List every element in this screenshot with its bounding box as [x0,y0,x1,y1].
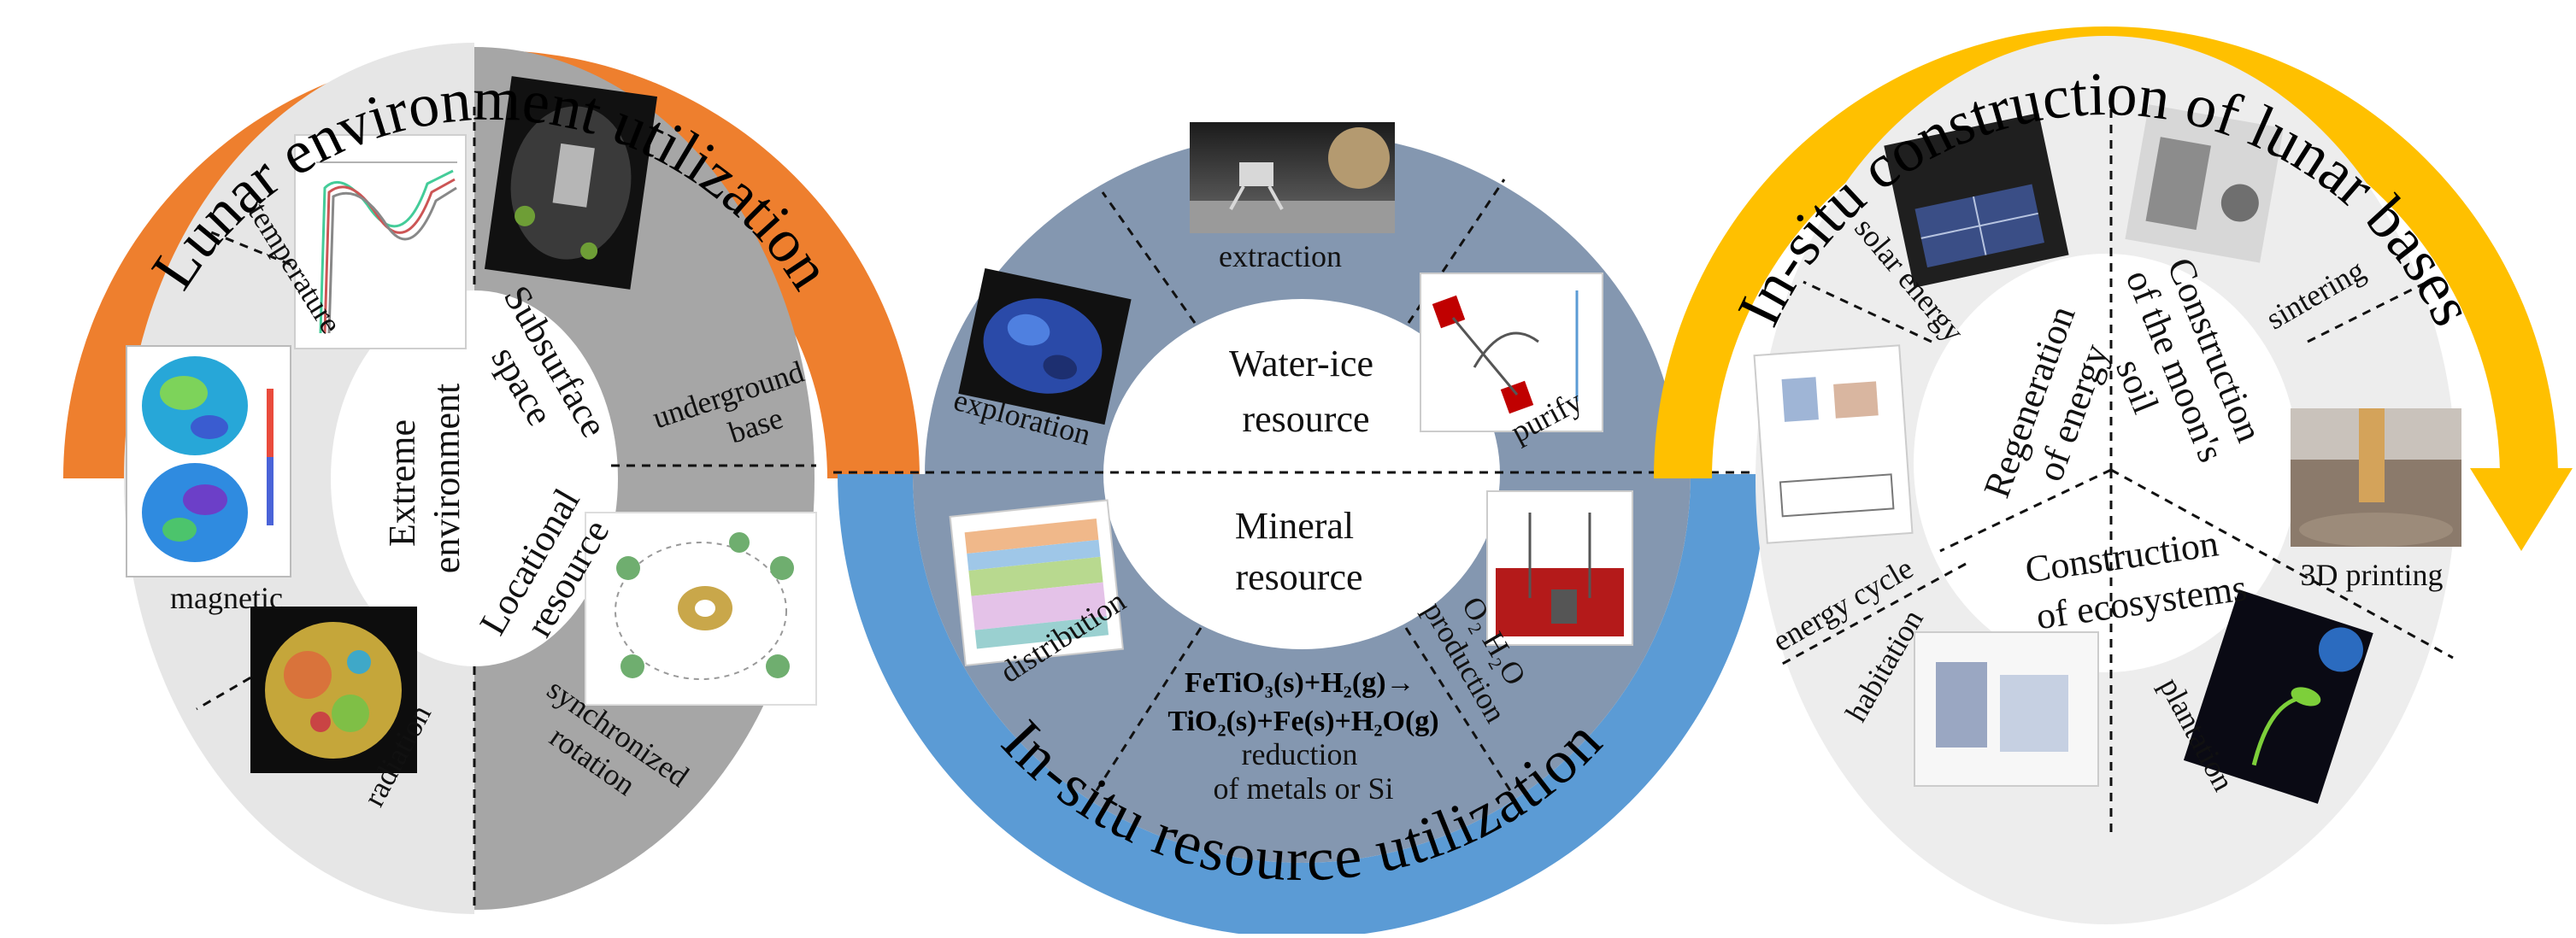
purify-image [1420,273,1603,432]
right-arrowhead [2470,468,2573,551]
plantation-image [2183,589,2373,804]
right-dividers [1777,94,2454,837]
center-section: In-situ resource utilization Water-ice r… [833,122,1769,938]
habitation-image [1914,631,2099,787]
right-yellow-arc [1654,26,2558,478]
reduction-equation: FeTiO₃(s)+H₂(g)→ TiO₂(s)+Fe(s)+H₂O(g) [1167,667,1438,737]
center-dividers [833,179,1769,795]
sintering-image [2125,104,2284,263]
extreme-environment-label: Extreme environment [381,384,468,573]
mineral-resource-label: Mineral resource [1235,505,1363,598]
o2-production-image [1486,490,1633,646]
extraction-image [1190,122,1395,233]
reduction-label: reduction of metals or Si [1214,737,1394,806]
energy-cycle-image [1753,344,1914,544]
3d-printing-image [2291,408,2461,547]
magnetic-label: magnetic [170,581,283,615]
center-blue-band [838,474,1766,938]
underground-base-image [484,76,658,290]
temperature-chart-image [294,134,467,349]
left-inner-circle [331,290,618,666]
right-inner-circle [1914,254,2298,672]
magnetic-map-image [126,345,291,577]
right-section: In-situ construction of lunar bases Rege… [1654,26,2573,924]
radiation-map-image [250,607,417,773]
exploration-image [958,267,1132,425]
center-inner-circle [1103,299,1500,649]
extraction-label: extraction [1219,239,1342,273]
solar-energy-image [1884,113,2069,288]
synchronized-rotation-image [585,512,817,706]
left-section: Lunar environment utilization Extreme en… [63,43,920,914]
distribution-chart-image [949,499,1124,667]
water-ice-resource-label: Water-ice resource [1229,343,1383,440]
3d-printing-label: 3D printing [2301,558,2444,592]
